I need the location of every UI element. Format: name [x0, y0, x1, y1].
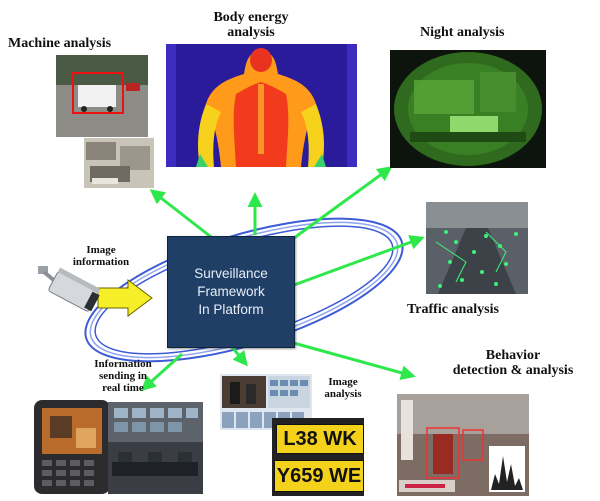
arrow-machine [149, 189, 216, 242]
label-night-analysis: Night analysis [420, 25, 505, 40]
label-info-sending: Information sending in real time [82, 358, 164, 394]
arrow-traffic [293, 235, 425, 287]
license-plate-2: Y659 WE [274, 460, 364, 492]
control-room-image [108, 402, 203, 494]
behavior-detection-image [397, 394, 529, 496]
traffic-analysis-image [426, 202, 528, 294]
label-machine-analysis: Machine analysis [8, 36, 112, 51]
center-line-2: Framework [197, 284, 265, 299]
surveillance-framework-box: Surveillance Framework In Platform [167, 236, 295, 348]
camera-icon [36, 262, 100, 320]
label-image-info-line1: Image [86, 244, 116, 256]
arrow-behavior [289, 340, 416, 381]
label-body-energy-line2: analysis [227, 25, 275, 41]
label-behavior-line1: Behavior [485, 348, 541, 363]
label-image-info-line2: information [72, 256, 130, 269]
label-image-analysis-line2: analysis [324, 388, 362, 401]
handheld-device-image [30, 398, 114, 496]
license-plates-image: L38 WK Y659 WE [272, 418, 364, 496]
label-traffic-analysis: Traffic analysis [407, 302, 499, 317]
night-analysis-image [390, 50, 546, 168]
input-arrow [97, 279, 153, 317]
arrow-info-sending [140, 352, 184, 392]
machine-analysis-photo-2 [84, 138, 154, 188]
label-image-information: Image information [70, 244, 132, 268]
green-arrows [140, 166, 425, 392]
arrow-night [293, 166, 393, 240]
machine-analysis-photo [56, 55, 148, 137]
label-behavior: Behavior detection & analysis [428, 348, 598, 379]
label-image-analysis: Image analysis [318, 376, 368, 400]
center-line-1: Surveillance [194, 266, 268, 281]
label-body-energy: Body energy analysis [193, 10, 309, 41]
label-image-analysis-line1: Image [328, 376, 358, 388]
label-info-sending-line1: Information [94, 358, 152, 370]
arrow-image-analysis [230, 346, 248, 367]
center-line-3: In Platform [198, 302, 264, 317]
license-plate-1: L38 WK [276, 424, 364, 454]
label-body-energy-line1: Body energy [213, 10, 289, 25]
label-info-sending-line2: sending in [99, 370, 147, 383]
label-behavior-line2: detection & analysis [452, 363, 574, 379]
body-energy-thermal-image [166, 44, 357, 167]
label-info-sending-line3: real time [102, 382, 144, 395]
